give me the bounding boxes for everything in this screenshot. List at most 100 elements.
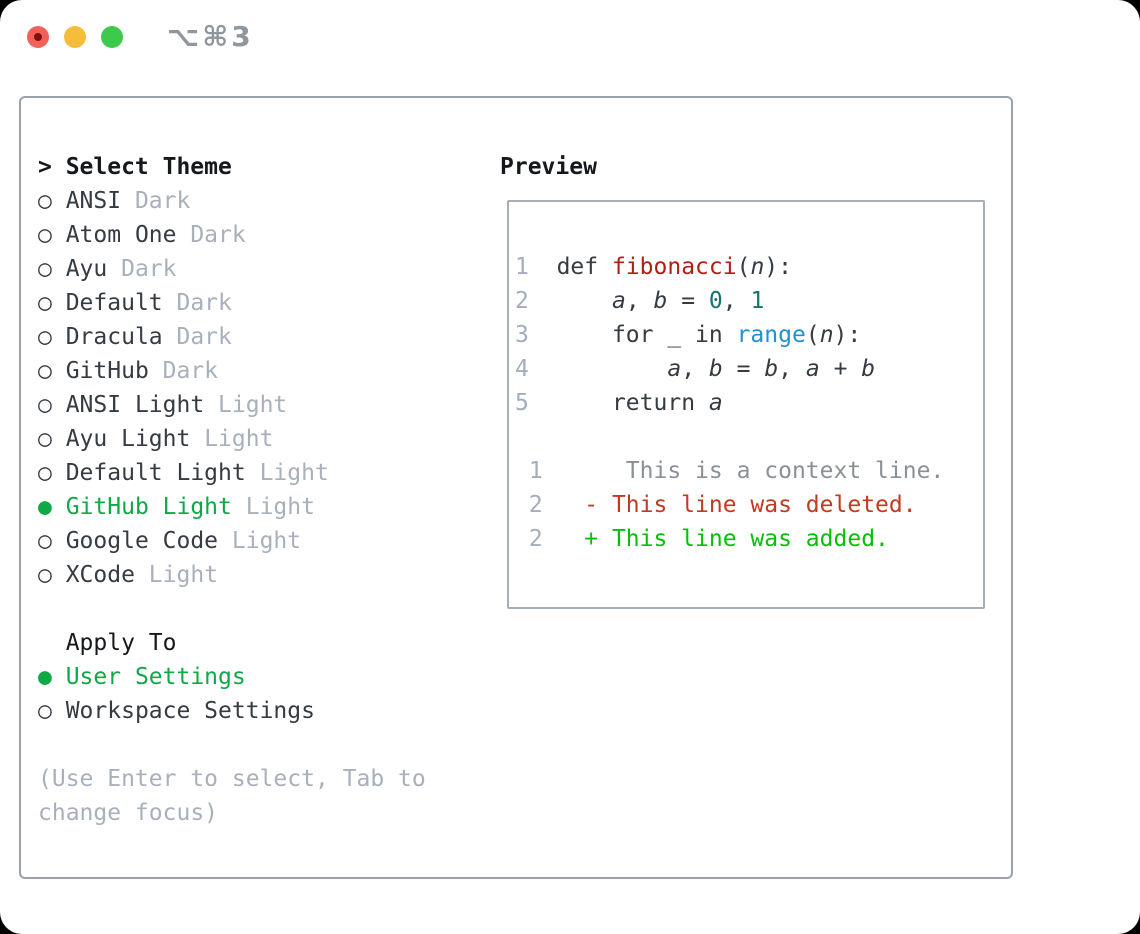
apply-to-option[interactable]: ○ Workspace Settings xyxy=(38,694,426,728)
token-plain: ( xyxy=(736,254,751,280)
code-line: 5 return a xyxy=(515,386,983,420)
apply-to-option[interactable]: ● User Settings xyxy=(38,660,426,694)
token-var: b xyxy=(653,288,668,314)
token-var: n xyxy=(750,254,765,280)
token-add: + This line was added. xyxy=(584,526,889,552)
spacer xyxy=(38,592,426,626)
theme-option[interactable]: ○ Default Light Light xyxy=(38,456,426,490)
code-line: 4 a, b = b, a + b xyxy=(515,352,983,386)
theme-variant: Dark xyxy=(162,290,232,316)
token-var: a xyxy=(805,356,820,382)
token-plain xyxy=(543,458,626,484)
code-line: 2 a, b = 0, 1 xyxy=(515,284,983,318)
theme-name: XCode xyxy=(51,562,135,588)
spacer xyxy=(38,728,426,762)
token-call: range xyxy=(736,322,806,348)
theme-variant: Light xyxy=(231,494,315,520)
theme-name: GitHub Light xyxy=(51,494,232,520)
token-plain xyxy=(543,526,585,552)
theme-option[interactable]: ○ Ayu Light Light xyxy=(38,422,426,456)
token-ln: 2 xyxy=(515,526,543,552)
apply-to-label: User Settings xyxy=(51,664,246,690)
theme-list: ○ ANSI Dark○ Atom One Dark○ Ayu Dark○ De… xyxy=(38,184,426,592)
theme-option[interactable]: ○ Ayu Dark xyxy=(38,252,426,286)
focus-caret-icon: > xyxy=(38,154,52,180)
radio-icon: ○ xyxy=(38,324,52,350)
token-ln: 2 xyxy=(515,492,543,518)
code-blank-line xyxy=(515,420,983,454)
unsaved-dot-icon xyxy=(34,33,42,41)
token-numlit: 1 xyxy=(750,288,765,314)
token-plain xyxy=(529,254,557,280)
theme-option[interactable]: ○ Dracula Dark xyxy=(38,320,426,354)
token-plain: return xyxy=(611,390,709,416)
select-theme-header-label: Select Theme xyxy=(65,154,232,180)
token-plain: ): xyxy=(764,254,792,280)
token-func: fibonacci xyxy=(611,254,737,280)
code-line: 3 for _ in range(n): xyxy=(515,318,983,352)
token-plain: for _ in xyxy=(611,322,737,348)
zoom-button[interactable] xyxy=(101,26,123,48)
token-plain: = xyxy=(722,356,765,382)
theme-name: ANSI xyxy=(51,188,122,214)
theme-option[interactable]: ○ GitHub Dark xyxy=(38,354,426,388)
theme-option[interactable]: ○ XCode Light xyxy=(38,558,426,592)
theme-picker-panel xyxy=(19,96,1013,879)
token-ln: 5 xyxy=(515,390,529,416)
token-var: b xyxy=(708,356,723,382)
theme-name: Ayu Light xyxy=(51,426,191,452)
token-var: n xyxy=(819,322,834,348)
theme-variant: Light xyxy=(245,460,329,486)
theme-option[interactable]: ○ ANSI Light Light xyxy=(38,388,426,422)
radio-selected-icon: ● xyxy=(38,494,52,520)
token-plain: , xyxy=(681,356,709,382)
token-ln: 1 xyxy=(515,458,543,484)
theme-variant: Dark xyxy=(162,324,232,350)
theme-name: Atom One xyxy=(51,222,177,248)
radio-icon: ○ xyxy=(38,222,52,248)
help-text-line2: change focus) xyxy=(38,800,219,826)
theme-name: Ayu xyxy=(51,256,108,282)
theme-name: Default xyxy=(51,290,163,316)
token-plain xyxy=(543,492,585,518)
token-plain xyxy=(529,356,667,382)
token-plain: = xyxy=(667,288,709,314)
theme-name: Default Light xyxy=(51,460,246,486)
theme-variant: Light xyxy=(218,528,302,554)
radio-icon: ○ xyxy=(38,188,52,214)
token-var: b xyxy=(764,356,779,382)
radio-icon: ○ xyxy=(38,256,52,282)
close-button[interactable] xyxy=(27,26,49,48)
theme-option[interactable]: ● GitHub Light Light xyxy=(38,490,426,524)
theme-option[interactable]: ○ Google Code Light xyxy=(38,524,426,558)
token-plain: ( xyxy=(805,322,820,348)
token-var: a xyxy=(667,356,682,382)
radio-icon: ○ xyxy=(38,460,52,486)
token-plain: def xyxy=(556,254,612,280)
select-theme-header: > Select Theme xyxy=(38,150,426,184)
code-line: 2 + This line was added. xyxy=(515,522,983,556)
theme-option[interactable]: ○ ANSI Dark xyxy=(38,184,426,218)
radio-icon: ○ xyxy=(38,562,52,588)
theme-variant: Light xyxy=(134,562,219,588)
token-var: a xyxy=(708,390,723,416)
theme-variant: Light xyxy=(190,426,274,452)
token-del: - This line was deleted. xyxy=(584,492,917,518)
theme-name: ANSI Light xyxy=(51,392,205,418)
radio-icon: ○ xyxy=(38,290,52,316)
token-plain: , xyxy=(722,288,751,314)
token-ln: 4 xyxy=(515,356,529,382)
token-plain xyxy=(529,288,612,314)
minimize-button[interactable] xyxy=(64,26,86,48)
theme-variant: Dark xyxy=(121,188,191,214)
radio-icon: ○ xyxy=(38,698,52,724)
token-plain: + xyxy=(819,356,862,382)
theme-option[interactable]: ○ Atom One Dark xyxy=(38,218,426,252)
theme-option[interactable]: ○ Default Dark xyxy=(38,286,426,320)
radio-icon: ○ xyxy=(38,528,52,554)
token-plain xyxy=(529,390,612,416)
help-text-line1: (Use Enter to select, Tab to xyxy=(38,766,426,792)
preview-header: Preview xyxy=(500,154,597,180)
